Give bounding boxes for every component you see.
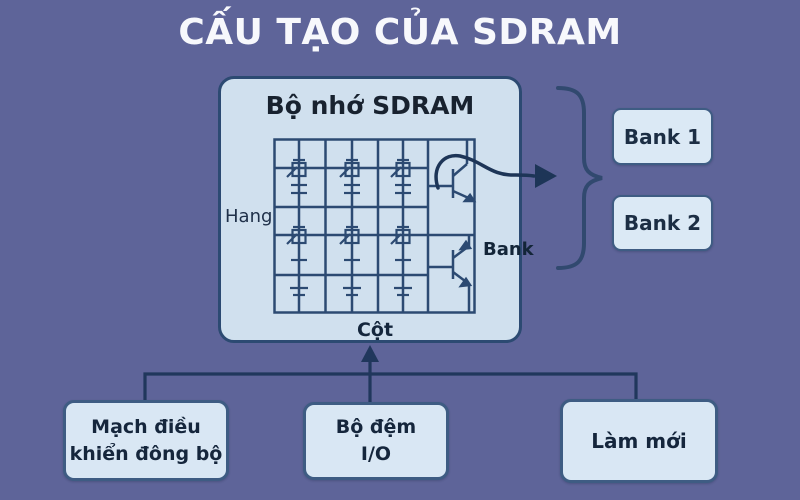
sync-control-line1: Mạch điều bbox=[91, 415, 201, 438]
memory-cell-array-schematic bbox=[273, 138, 477, 314]
bank2-label: Bank 2 bbox=[623, 211, 702, 235]
bank1-box: Bank 1 bbox=[612, 108, 713, 165]
sync-control-line2: khiển đông bộ bbox=[69, 442, 223, 465]
io-buffer-line1: Bộ đệm bbox=[335, 416, 417, 439]
memory-box-heading: Bộ nhớ SDRAM bbox=[265, 91, 475, 120]
diagram-title: CẤU TẠO CỦA SDRAM bbox=[178, 12, 622, 53]
sense-transistors bbox=[428, 140, 477, 312]
sdram-memory-box: Bộ nhớ SDRAM Hang Cột Bank bbox=[218, 76, 534, 343]
sync-control-box: Mạch điều khiển đông bộ bbox=[63, 400, 229, 481]
bank-label: Bank bbox=[483, 239, 534, 260]
refresh-box: Làm mới bbox=[560, 399, 718, 483]
io-buffer-box: Bộ đệm I/O bbox=[303, 402, 449, 480]
refresh-label: Làm mới bbox=[591, 429, 687, 453]
row-label: Hang bbox=[225, 206, 273, 227]
arrowhead-up bbox=[361, 345, 379, 362]
bank1-label: Bank 1 bbox=[623, 124, 702, 149]
bank2-box: Bank 2 bbox=[612, 195, 713, 251]
arrowhead-right bbox=[535, 164, 557, 188]
curly-brace bbox=[556, 86, 603, 270]
mosfet-capacitor-cells bbox=[286, 158, 412, 297]
bottom-connector-lines bbox=[143, 359, 638, 402]
column-label: Cột bbox=[356, 319, 394, 341]
io-buffer-line2: I/O bbox=[360, 443, 392, 465]
